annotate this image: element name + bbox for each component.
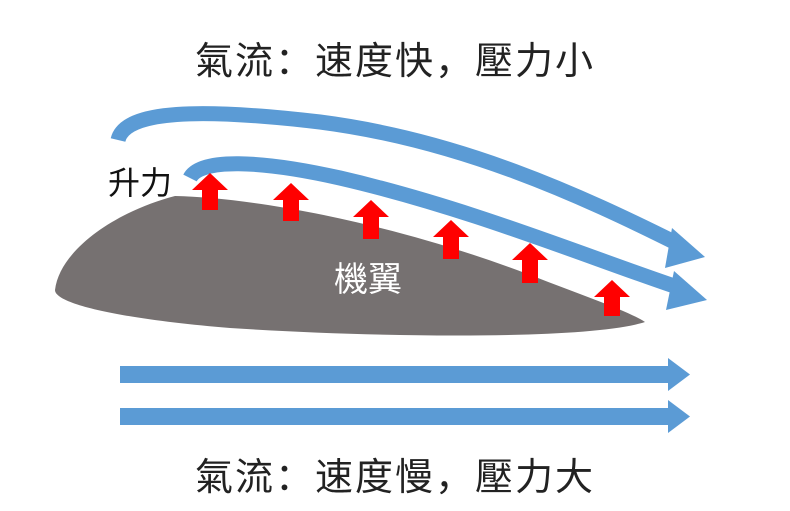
lift-arrow-1: [192, 173, 228, 210]
lift-label: 升力: [108, 164, 173, 202]
upper-airflow-arrow-1: [110, 106, 705, 268]
wing-label: 機翼: [334, 260, 402, 300]
lift-arrow-4: [433, 220, 469, 259]
lower-airflow-arrow-2: [120, 400, 690, 433]
top-airflow-caption: 氣流：速度快，壓力小: [194, 39, 595, 83]
lift-arrow-3: [353, 200, 389, 239]
lift-arrow-2: [273, 183, 309, 221]
upper-airflow-arrow-2: [183, 156, 707, 310]
lower-airflow-arrow-1: [120, 358, 690, 391]
lift-arrow-5: [512, 243, 548, 283]
bottom-airflow-caption: 氣流：速度慢，壓力大: [194, 455, 595, 499]
wing-shape: [55, 196, 645, 336]
lift-arrow-6: [594, 280, 630, 316]
